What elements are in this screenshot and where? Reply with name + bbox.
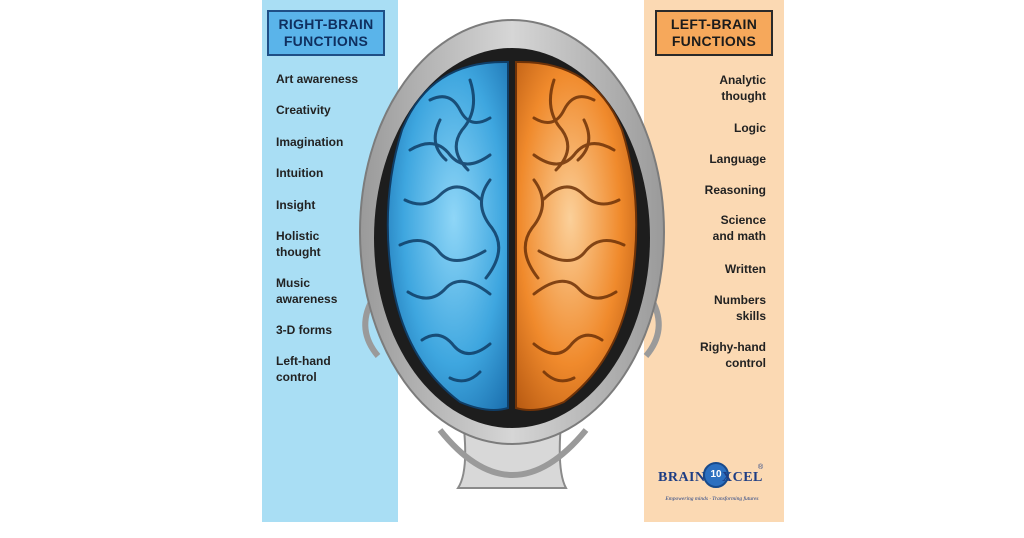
logo-globe-icon: 10 [703,462,729,488]
logo-tagline: Empowering minds · Transforming futures [665,496,759,502]
right-item-creativity: Creativity [276,103,331,117]
right-item-imagination: Imagination [276,135,344,149]
left-brain-title-line2: FUNCTIONS [671,33,757,49]
right-item-holistic-thought: Holistic thought [276,229,321,259]
right-hemisphere-folds [398,78,501,383]
logo-word-xcel: XCEL [722,470,763,485]
left-item-analytic-thought: Analytic thought [719,73,766,103]
left-brain-title: LEFT-BRAIN FUNCTIONS [655,10,773,56]
left-item-logic: Logic [734,121,766,135]
left-item-science-and-math: Science and math [712,213,766,243]
right-brain-title-line1: RIGHT-BRAIN [278,16,374,32]
left-hemisphere-folds [523,78,626,383]
chin-shape [437,428,589,478]
left-hemisphere [515,60,638,411]
right-item-music-awareness: Music awareness [276,276,338,306]
right-item-3d-forms: 3-D forms [276,323,333,337]
right-item-intuition: Intuition [276,166,324,180]
right-hemisphere [386,60,509,411]
left-item-reasoning: Reasoning [704,183,766,197]
left-brain-panel [644,0,784,522]
right-item-left-hand-control: Left-hand control [276,354,331,384]
right-item-art-awareness: Art awareness [276,72,359,86]
logo-registered-mark: ® [758,464,764,471]
brain-excel-logo: BRAIN 10 XCEL ® Empowering minds · Trans… [656,458,768,516]
right-brain-title-line2: FUNCTIONS [283,33,369,49]
left-item-written: Written [724,262,766,276]
left-item-language: Language [709,152,766,166]
right-item-insight: Insight [276,198,316,212]
left-brain-title-line1: LEFT-BRAIN [670,16,758,32]
right-brain-title: RIGHT-BRAIN FUNCTIONS [267,10,385,56]
left-item-numbers-skills: Numbers skills [713,293,766,323]
logo-word-brain: BRAIN [658,470,706,485]
left-item-righy-hand-control: Righy-hand control [700,340,766,370]
